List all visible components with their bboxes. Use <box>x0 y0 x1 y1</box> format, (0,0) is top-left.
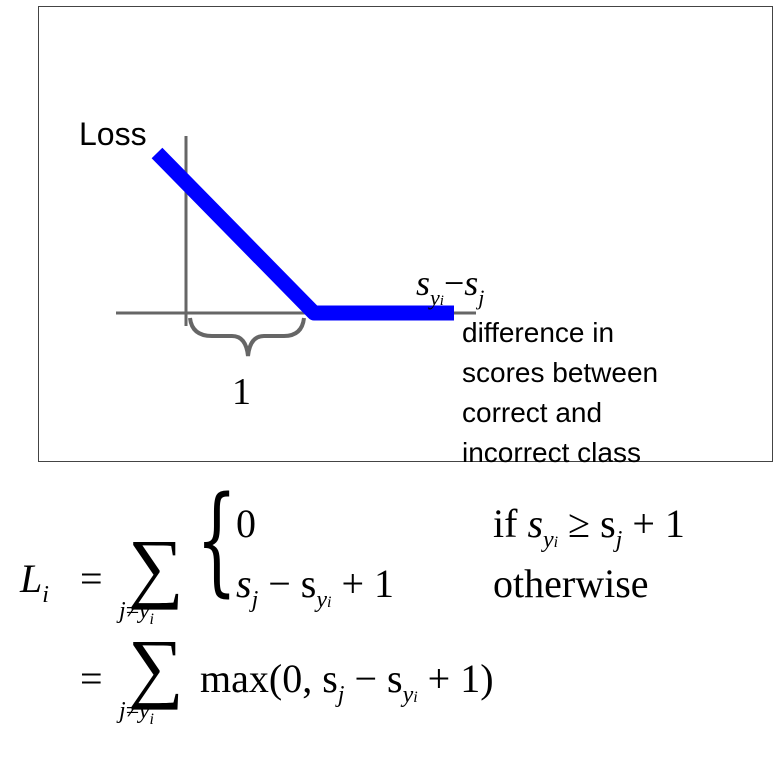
case1-tail: + 1 <box>632 501 685 546</box>
max-sub-j: j <box>337 682 345 708</box>
case2-sub-y: y <box>316 587 328 613</box>
case1-sub-y: y <box>543 527 554 553</box>
note-line-1: difference in <box>462 317 615 348</box>
max-sub-y: y <box>402 682 414 708</box>
sum-symbol-1: ∑ <box>128 523 184 610</box>
case2-tail: + 1 <box>341 561 395 606</box>
lhs-sub: i <box>42 582 49 608</box>
x-label-minus: − <box>443 263 465 303</box>
sum-under-text-2: j≠y <box>119 698 150 724</box>
hinge-loss-curve <box>151 147 454 321</box>
y-axis-label: Loss <box>79 116 147 152</box>
x-axis-label: syi−sj <box>416 262 484 311</box>
case1-rest-sub: j <box>615 527 623 553</box>
sum-under-1: j≠yi <box>119 598 154 629</box>
case1-if: if <box>493 501 518 546</box>
note-line-4: incorrect class <box>462 437 641 468</box>
max-tail: + 1) <box>427 656 494 701</box>
case2-s: s <box>236 561 252 606</box>
note-line-3: correct and <box>462 397 603 428</box>
formula-eq-2: = <box>80 656 103 701</box>
case2-mid: − s <box>268 561 317 606</box>
lhs-L: L <box>20 556 43 601</box>
case2-sub-j: j <box>251 587 259 613</box>
case2-value: sj − syi + 1 <box>236 560 394 614</box>
max-sub-i: i <box>413 689 418 706</box>
x-label-s2: s <box>464 263 479 303</box>
case1-sub-i: i <box>553 534 559 551</box>
max-mid: − s <box>354 656 403 701</box>
margin-brace <box>188 317 306 357</box>
case1-value: 0 <box>236 501 256 546</box>
sum-under-2: j≠yi <box>119 698 154 729</box>
case2-condition: otherwise <box>493 561 649 606</box>
x-label-sub-i: i <box>439 293 444 309</box>
sum-under-sub-2: i <box>149 711 154 728</box>
formula-eq-1: = <box>80 556 103 601</box>
sum-under-text-1: j≠y <box>119 598 150 624</box>
x-axis-note: difference in scores between correct and… <box>462 313 658 473</box>
note-line-2: scores between <box>462 357 659 388</box>
case1-condition: if syi ≥ sj + 1 <box>493 500 685 554</box>
max-expression: max(0, sj − syi + 1) <box>200 655 494 709</box>
sum-under-sub-1: i <box>149 611 154 628</box>
formula-lhs: Li <box>20 555 49 609</box>
case1-s: s <box>527 501 544 546</box>
margin-label: 1 <box>232 371 251 413</box>
x-label-sub-y: y <box>430 285 440 310</box>
x-label-s: s <box>416 263 431 303</box>
case2-sub-i: i <box>327 594 332 611</box>
case1-rest: ≥ s <box>568 501 616 546</box>
sum-symbol-2: ∑ <box>128 623 184 710</box>
x-label-sub-j: j <box>478 285 485 310</box>
max-open: max(0, s <box>200 656 338 701</box>
diagram-frame <box>38 6 773 462</box>
cases-brace: { <box>196 470 238 608</box>
